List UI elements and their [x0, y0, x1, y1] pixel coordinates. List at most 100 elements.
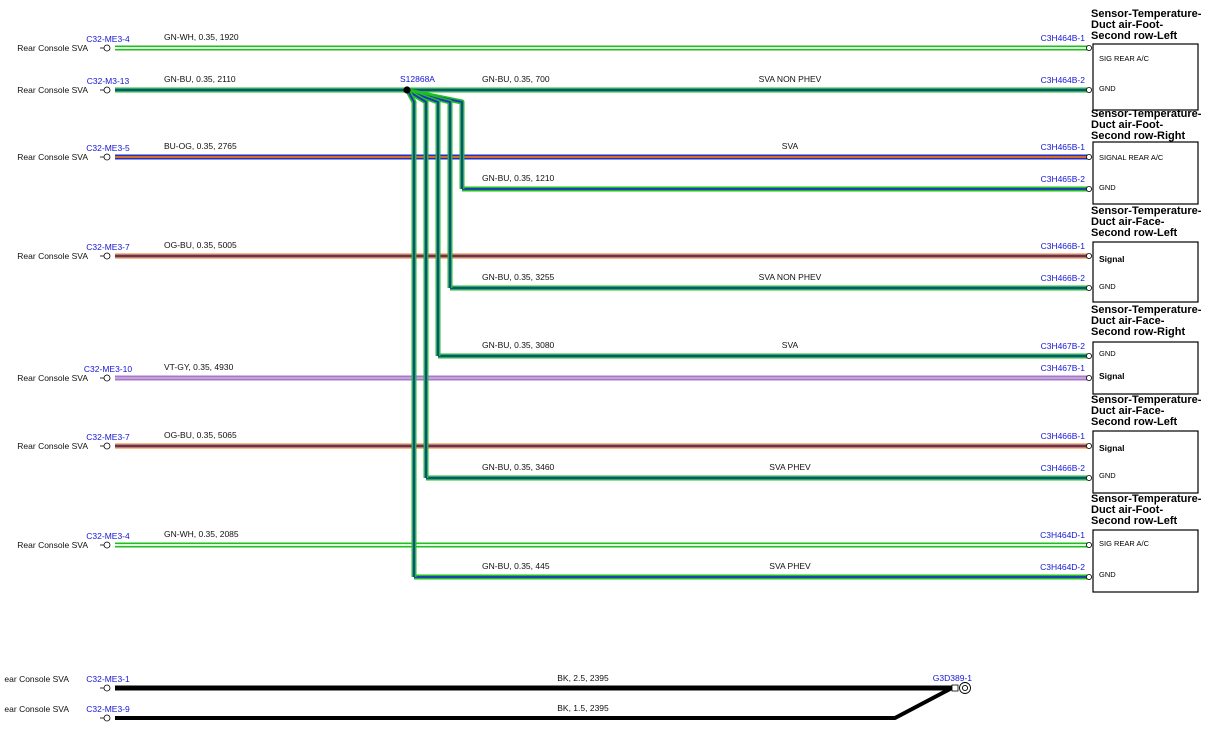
from-connector-8: C32-ME3-10 — [84, 364, 132, 374]
component-title-line: Sensor-Temperature- — [1091, 8, 1202, 20]
wire-spec-6: GN-BU, 0.35, 3255 — [482, 272, 555, 282]
from-connector-1: C32-M3-13 — [87, 76, 130, 86]
pin-label: SIGNAL REAR A/C — [1099, 153, 1164, 162]
wire-spec-7: GN-BU, 0.35, 3080 — [482, 340, 555, 350]
wire-note-7: SVA — [782, 340, 799, 350]
component-title-line: Duct air-Face- — [1091, 315, 1165, 327]
component-title-line: Duct air-Foot- — [1091, 504, 1163, 516]
wire-spec-9: OG-BU, 0.35, 5065 — [164, 430, 237, 440]
to-connector-7: C3H467B-2 — [1041, 341, 1086, 351]
wire-spec-0: GN-WH, 0.35, 1920 — [164, 32, 239, 42]
wire-spec-8: VT-GY, 0.35, 4930 — [164, 362, 234, 372]
terminal-0-left — [103, 44, 111, 52]
terminal-4-right — [1086, 185, 1093, 192]
wire-spec-13: BK, 2.5, 2395 — [557, 673, 609, 683]
source-label-0: Rear Console SVA — [17, 43, 88, 53]
component-box — [1092, 430, 1199, 494]
component-box — [1092, 241, 1199, 303]
component-title-line: Second row-Left — [1091, 515, 1178, 527]
pin-label: GND — [1099, 282, 1116, 291]
splice-branch-10-inner — [407, 90, 427, 478]
to-connector-9: C3H466B-1 — [1041, 431, 1086, 441]
splice-branch-12-inner — [407, 90, 415, 577]
component-box — [1092, 341, 1199, 395]
terminal-8-left — [103, 374, 111, 382]
source-label-1: Rear Console SVA — [17, 85, 88, 95]
to-connector-3: C3H465B-1 — [1041, 142, 1086, 152]
component-title-line: Second row-Right — [1091, 130, 1185, 142]
pin-label: SIG REAR A/C — [1099, 54, 1150, 63]
from-connector-13: C32-ME3-1 — [86, 674, 130, 684]
sensor-component-4: Sensor-Temperature-Duct air-Face-Second … — [1091, 394, 1202, 494]
pin-label: GND — [1099, 570, 1116, 579]
component-title-line: Second row-Right — [1091, 326, 1185, 338]
terminal-8-right — [1086, 374, 1093, 381]
terminal-7-right — [1086, 352, 1093, 359]
component-title-line: Duct air-Foot- — [1091, 19, 1163, 31]
wire-spec-12: GN-BU, 0.35, 445 — [482, 561, 550, 571]
terminal-2-right — [1086, 87, 1093, 94]
terminal-0-right — [1086, 45, 1093, 52]
from-connector-0: C32-ME3-4 — [86, 34, 130, 44]
wire-spec-5: OG-BU, 0.35, 5005 — [164, 240, 237, 250]
splice-label: S12868A — [400, 74, 435, 84]
source-label-9: Rear Console SVA — [17, 441, 88, 451]
sensor-component-2: Sensor-Temperature-Duct air-Face-Second … — [1091, 205, 1202, 303]
source-label-5: Rear Console SVA — [17, 251, 88, 261]
sensor-component-1: Sensor-Temperature-Duct air-Foot-Second … — [1091, 108, 1202, 205]
pin-label: GND — [1099, 471, 1116, 480]
terminal-14-left — [103, 714, 111, 722]
terminal-6-right — [1086, 284, 1093, 291]
wire-spec-2: GN-BU, 0.35, 700 — [482, 74, 550, 84]
terminal-12-right — [1086, 574, 1093, 581]
ground-wire-1 — [115, 687, 951, 720]
component-box — [1092, 141, 1199, 205]
splice-node: S12868A — [400, 74, 435, 94]
source-label-8: Rear Console SVA — [17, 373, 88, 383]
wire-note-6: SVA NON PHEV — [759, 272, 822, 282]
to-connector-11: C3H464D-1 — [1040, 530, 1085, 540]
wire-spec-10: GN-BU, 0.35, 3460 — [482, 462, 555, 472]
pin-label: GND — [1099, 84, 1116, 93]
source-label-3: Rear Console SVA — [17, 152, 88, 162]
terminal-11-left — [103, 541, 111, 549]
wire-note-3: SVA — [782, 141, 799, 151]
to-connector-6: C3H466B-2 — [1041, 273, 1086, 283]
component-title-line: Sensor-Temperature- — [1091, 493, 1202, 505]
to-connector-13: G3D389-1 — [933, 673, 972, 683]
components-layer: Sensor-Temperature-Duct air-Foot-Second … — [1091, 8, 1202, 593]
from-connector-3: C32-ME3-5 — [86, 143, 130, 153]
sensor-component-5: Sensor-Temperature-Duct air-Foot-Second … — [1091, 493, 1202, 593]
to-connector-0: C3H464B-1 — [1041, 33, 1086, 43]
terminal-1-left — [103, 86, 111, 94]
terminal-10-right — [1086, 474, 1093, 481]
wire-spec-14: BK, 1.5, 2395 — [557, 703, 609, 713]
to-connector-10: C3H466B-2 — [1041, 463, 1086, 473]
from-connector-9: C32-ME3-7 — [86, 432, 130, 442]
terminal-9-left — [103, 442, 111, 450]
wire-spec-3: BU-OG, 0.35, 2765 — [164, 141, 237, 151]
pin-label: Signal — [1099, 371, 1125, 381]
component-title-line: Second row-Left — [1091, 30, 1178, 42]
wire-note-2: SVA NON PHEV — [759, 74, 822, 84]
component-box — [1092, 43, 1199, 111]
pin-label: Signal — [1099, 254, 1125, 264]
from-connector-11: C32-ME3-4 — [86, 531, 130, 541]
ground-terminal — [951, 684, 959, 692]
source-label-14: ear Console SVA — [4, 704, 69, 714]
wire-spec-11: GN-WH, 0.35, 2085 — [164, 529, 239, 539]
terminal-9-right — [1086, 442, 1093, 449]
splice-branches — [405, 88, 465, 577]
component-title-line: Sensor-Temperature- — [1091, 205, 1202, 217]
component-box — [1092, 529, 1199, 593]
terminal-13-left — [103, 684, 111, 692]
terminal-11-right — [1086, 542, 1093, 549]
sensor-component-0: Sensor-Temperature-Duct air-Foot-Second … — [1091, 8, 1202, 111]
to-connector-4: C3H465B-2 — [1041, 174, 1086, 184]
pin-label: SIG REAR A/C — [1099, 539, 1150, 548]
component-title-line: Second row-Left — [1091, 227, 1178, 239]
component-title-line: Sensor-Temperature- — [1091, 394, 1202, 406]
component-title-line: Duct air-Face- — [1091, 405, 1165, 417]
